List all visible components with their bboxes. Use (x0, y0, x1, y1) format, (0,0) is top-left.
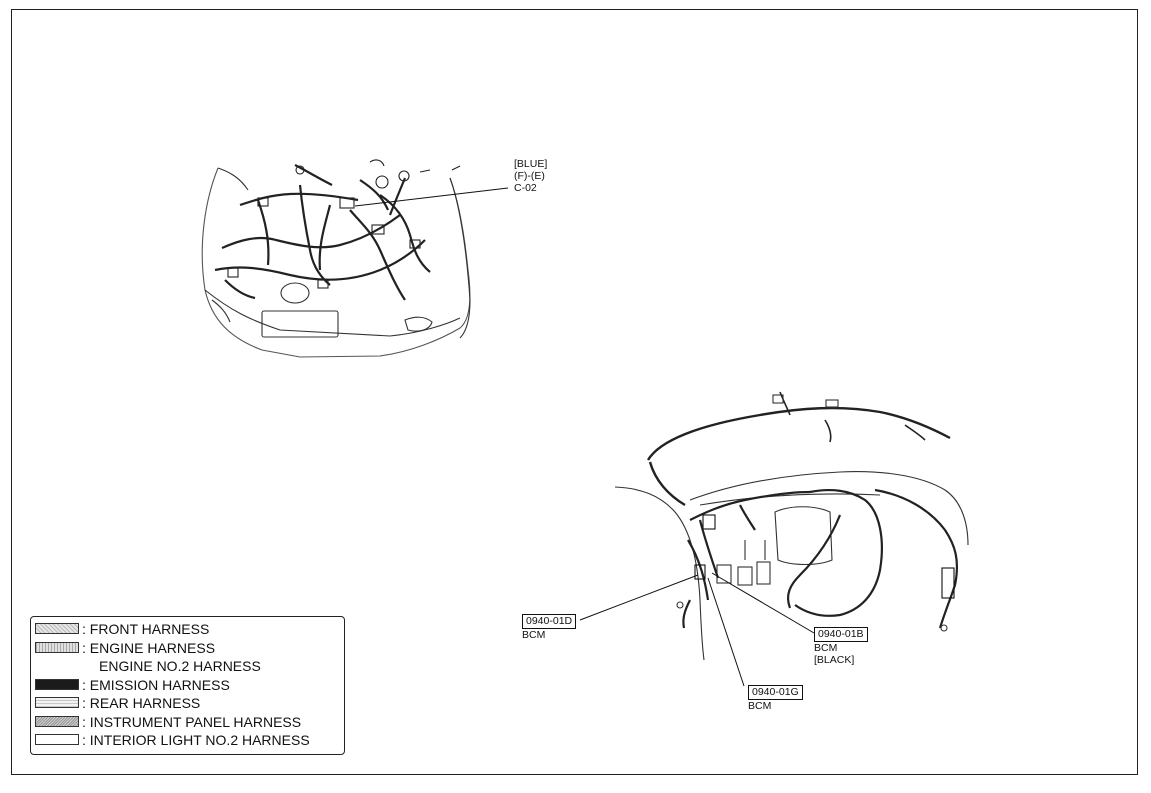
connector-terminal: (F)-(E) (514, 170, 545, 182)
connector-color: [BLUE] (514, 158, 548, 170)
bcm-b-note: [BLACK] (814, 654, 855, 666)
legend-label: : ENGINE HARNESS (82, 639, 216, 656)
legend-label: : FRONT HARNESS (82, 621, 210, 637)
bcm-d-label: BCM (522, 629, 546, 641)
bcm-d-code: 0940-01D (522, 614, 577, 629)
legend-item-engine: : ENGINE HARNESS (35, 639, 344, 658)
bcm-b-label: BCM (814, 642, 838, 654)
bcm-g-code: 0940-01G (748, 685, 803, 700)
drawing-frame (11, 9, 1138, 775)
bcm-g-label: BCM (748, 700, 772, 712)
rear-harness-swatch (35, 697, 79, 708)
engine-connector-callout: [BLUE] (F)-(E) C-02 (514, 158, 547, 194)
interior-light-harness-swatch (35, 734, 79, 745)
legend-item-instrument-panel: : INSTRUMENT PANEL HARNESS (35, 713, 344, 732)
engine-bay-illustration (201, 159, 509, 358)
legend-label: : INTERIOR LIGHT NO.2 HARNESS (82, 732, 310, 748)
bcm-b-callout: 0940-01B BCM [BLACK] (814, 627, 868, 666)
dashboard-illustration (579, 391, 969, 687)
legend-label: : INSTRUMENT PANEL HARNESS (82, 713, 302, 730)
legend-item-rear: : REAR HARNESS (35, 694, 344, 713)
bcm-g-callout: 0940-01G BCM (748, 685, 803, 712)
bcm-b-code: 0940-01B (814, 627, 868, 642)
engine-harness-swatch (35, 641, 79, 653)
emission-harness-swatch (35, 678, 79, 690)
bcm-d-callout: 0940-01D BCM (522, 614, 577, 641)
harness-legend: : FRONT HARNESS : ENGINE HARNESS ENGINE … (30, 616, 345, 755)
connector-code: C-02 (514, 182, 537, 194)
legend-item-emission: : EMISSION HARNESS (35, 676, 344, 695)
legend-label: : REAR HARNESS (82, 695, 201, 711)
front-harness-swatch (35, 623, 79, 634)
legend-sublabel-engine-no2: ENGINE NO.2 HARNESS (99, 658, 261, 674)
legend-label: : EMISSION HARNESS (82, 676, 230, 693)
legend-item-interior-light: : INTERIOR LIGHT NO.2 HARNESS (35, 731, 344, 750)
legend-item-front: : FRONT HARNESS (35, 620, 344, 639)
instrument-panel-harness-swatch (35, 715, 79, 727)
